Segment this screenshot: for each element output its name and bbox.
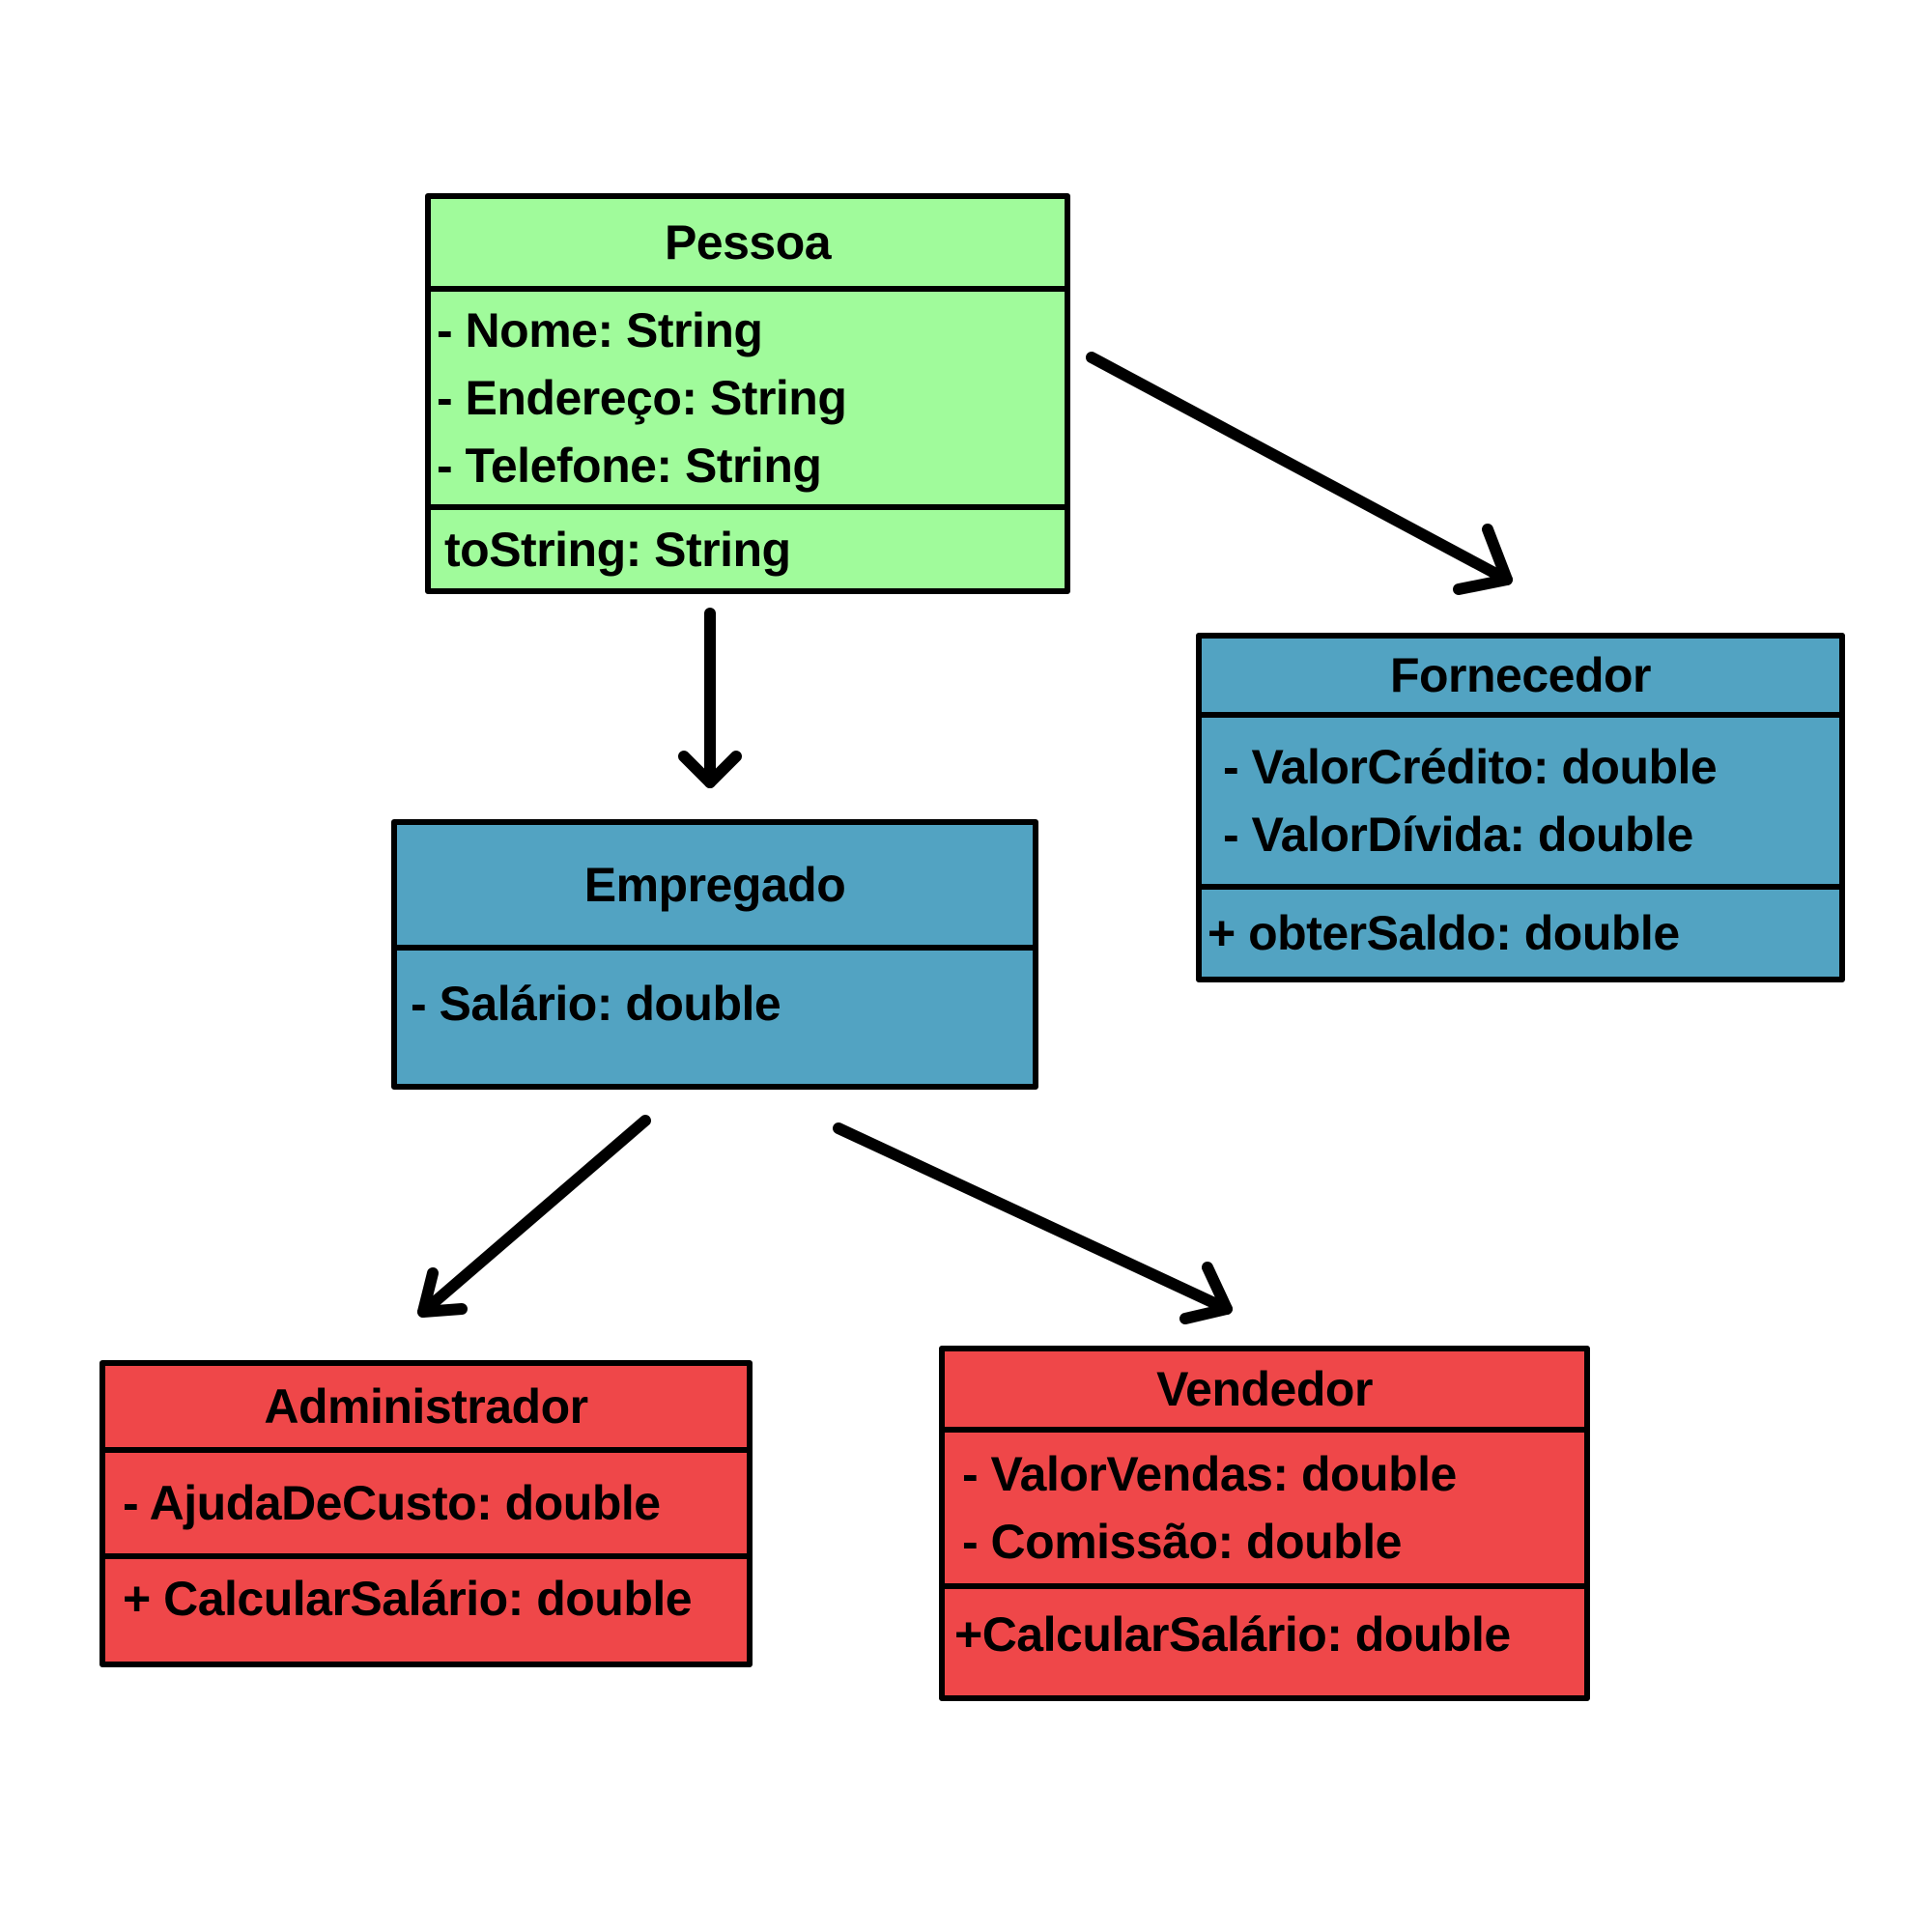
attribute: - ValorVendas: double bbox=[962, 1447, 1457, 1501]
attributes-section: - ValorCrédito: double - ValorDívida: do… bbox=[1202, 718, 1839, 890]
class-empregado[interactable]: Empregado - Salário: double bbox=[391, 819, 1038, 1090]
attribute: - Salário: double bbox=[411, 977, 781, 1031]
attribute: - ValorCrédito: double bbox=[1223, 740, 1718, 794]
methods-section: toString: String bbox=[431, 510, 1065, 588]
attributes-section: - Salário: double bbox=[397, 951, 1033, 1084]
methods-section: + obterSaldo: double bbox=[1202, 890, 1839, 977]
attributes-section: - AjudaDeCusto: double bbox=[105, 1453, 747, 1559]
method: + CalcularSalário: double bbox=[123, 1572, 693, 1626]
class-name: Pessoa bbox=[431, 199, 1065, 292]
methods-section: +CalcularSalário: double bbox=[945, 1589, 1584, 1695]
method: toString: String bbox=[444, 522, 791, 577]
class-pessoa[interactable]: Pessoa - Nome: String - Endereço: String… bbox=[425, 193, 1070, 594]
methods-section: + CalcularSalário: double bbox=[105, 1559, 747, 1662]
class-administrador[interactable]: Administrador - AjudaDeCusto: double + C… bbox=[99, 1360, 753, 1667]
method: + obterSaldo: double bbox=[1208, 906, 1680, 960]
method: +CalcularSalário: double bbox=[954, 1607, 1511, 1662]
class-name: Fornecedor bbox=[1202, 639, 1839, 718]
arrow-empregado-to-vendedor bbox=[833, 1122, 1233, 1324]
attribute: - Telefone: String bbox=[437, 439, 822, 493]
attribute: - AjudaDeCusto: double bbox=[123, 1476, 661, 1530]
class-fornecedor[interactable]: Fornecedor - ValorCrédito: double - Valo… bbox=[1196, 633, 1845, 982]
attribute: - Comissão: double bbox=[962, 1515, 1402, 1569]
attributes-section: - Nome: String - Endereço: String - Tele… bbox=[431, 292, 1065, 510]
attribute: - Nome: String bbox=[437, 303, 763, 357]
class-name: Vendedor bbox=[945, 1351, 1584, 1433]
class-name: Empregado bbox=[397, 825, 1033, 951]
arrow-pessoa-to-empregado bbox=[678, 608, 742, 788]
attributes-section: - ValorVendas: double - Comissão: double bbox=[945, 1433, 1584, 1589]
class-name: Administrador bbox=[105, 1366, 747, 1453]
arrow-pessoa-to-fornecedor bbox=[1086, 352, 1513, 595]
attribute: - ValorDívida: double bbox=[1223, 808, 1693, 862]
arrow-empregado-to-administrador bbox=[417, 1115, 651, 1318]
class-vendedor[interactable]: Vendedor - ValorVendas: double - Comissã… bbox=[939, 1346, 1590, 1701]
attribute: - Endereço: String bbox=[437, 371, 847, 425]
